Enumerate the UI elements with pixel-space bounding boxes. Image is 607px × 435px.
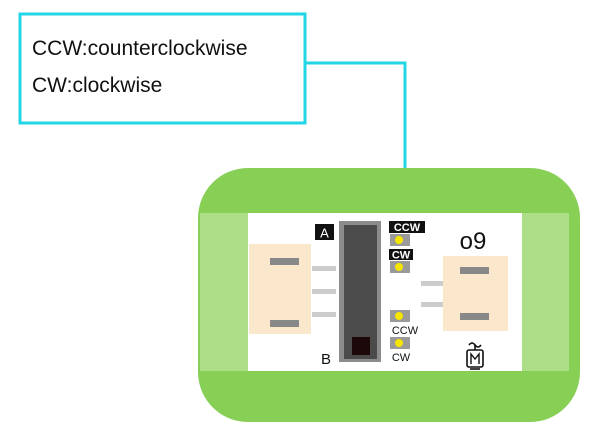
top-ccw-dot [395, 236, 403, 244]
left-lead-3 [312, 312, 336, 317]
switch-label-b: B [321, 351, 331, 368]
top-cw-dot [395, 263, 403, 271]
left-lead-1 [312, 266, 336, 271]
callout-line-1: CCW:counterclockwise [32, 37, 248, 60]
bottom-cw-dot [395, 339, 403, 347]
right-connector-pin-top [460, 267, 489, 274]
switch-label-a-bg [315, 224, 334, 240]
slide-switch-knob [352, 337, 370, 355]
left-connector-pin-top [270, 258, 299, 265]
right-lead-1 [421, 281, 443, 286]
top-cw-label: CW [392, 250, 411, 262]
top-cw-label-bg [389, 249, 413, 260]
left-lead-2 [312, 289, 336, 294]
right-lead-2 [421, 302, 443, 307]
callout-line-2: CW:clockwise [32, 74, 162, 97]
module-id: o9 [460, 228, 487, 255]
top-ccw-label: CCW [394, 222, 421, 234]
bottom-cw-label: CW [392, 352, 411, 364]
board-left-strip [200, 213, 248, 371]
right-connector-pin-bottom [460, 313, 489, 320]
motor-icon [466, 342, 484, 370]
callout-leader-line [305, 61, 407, 212]
bottom-ccw-dot [395, 312, 403, 320]
callout-box [18, 12, 307, 125]
board-right-strip [522, 213, 569, 371]
left-connector-pin-bottom [270, 320, 299, 327]
switch-label-a: A [320, 226, 329, 241]
top-ccw-label-bg [389, 221, 425, 233]
slide-switch-track [344, 225, 377, 359]
bottom-ccw-label: CCW [392, 325, 419, 337]
